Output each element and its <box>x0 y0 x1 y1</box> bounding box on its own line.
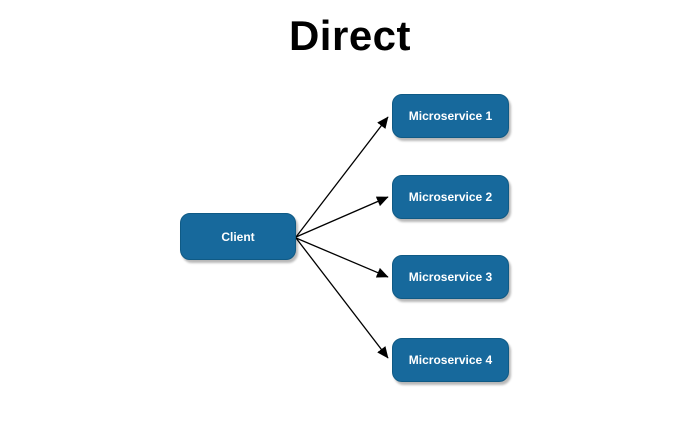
node-client: Client <box>180 213 296 260</box>
node-microservice-4: Microservice 4 <box>392 338 509 382</box>
node-client-label: Client <box>221 229 255 244</box>
node-microservice-2: Microservice 2 <box>392 175 509 219</box>
arrow-client-to-microservice-2 <box>295 196 389 238</box>
diagram-title: Direct <box>288 12 412 59</box>
node-microservice-4-label: Microservice 4 <box>408 353 493 367</box>
node-microservice-1: Microservice 1 <box>392 94 509 138</box>
node-microservice-3: Microservice 3 <box>392 255 509 299</box>
arrow-client-to-microservice-3 <box>295 237 389 278</box>
node-microservice-3-label: Microservice 3 <box>408 270 493 284</box>
arrow-client-to-microservice-4 <box>295 237 389 359</box>
node-microservice-1-label: Microservice 1 <box>408 109 493 123</box>
node-microservice-2-label: Microservice 2 <box>408 190 493 204</box>
arrow-client-to-microservice-1 <box>295 116 389 238</box>
